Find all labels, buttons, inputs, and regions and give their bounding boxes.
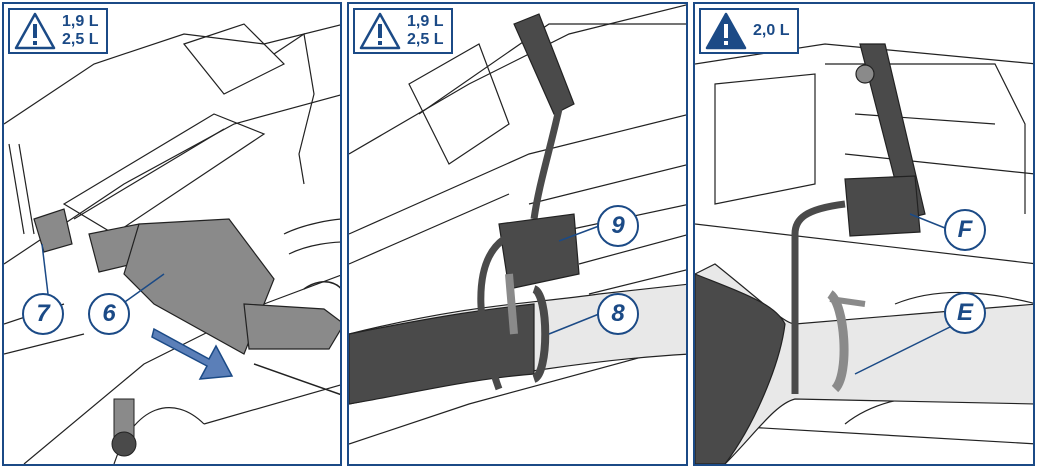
direction-arrow [151,327,234,380]
warning-outline-icon [14,12,56,50]
engine-size-label: 1,9 L [407,13,444,30]
engine-size-label: 2,0 L [753,22,790,39]
illustration-catalytic-converter [4,23,340,464]
illustration-exhaust-hanger [349,4,686,445]
panel-exhaust-hanger: 1,9 L 2,5 L 9 8 [347,2,688,466]
callout-6: 6 [88,293,130,335]
engine-size-label: 2,5 L [407,31,444,48]
callout-F: F [944,209,986,251]
warning-filled-icon [705,12,747,50]
callout-9: 9 [597,205,639,247]
callout-E: E [944,292,986,334]
engine-warning-badge: 2,0 L [699,8,800,54]
callout-8: 8 [597,293,639,335]
engine-size-label: 1,9 L [62,13,99,30]
engine-size-label: 2,5 L [62,31,99,48]
engine-warning-badge: 1,9 L 2,5 L [353,8,454,54]
engine-warning-badge: 1,9 L 2,5 L [8,8,109,54]
warning-outline-icon [359,12,401,50]
panel-exhaust-clamp: 2,0 L F E [693,2,1035,466]
panel-catalytic-converter: 1,9 L 2,5 L 7 6 [2,2,342,466]
callout-7: 7 [22,293,64,335]
